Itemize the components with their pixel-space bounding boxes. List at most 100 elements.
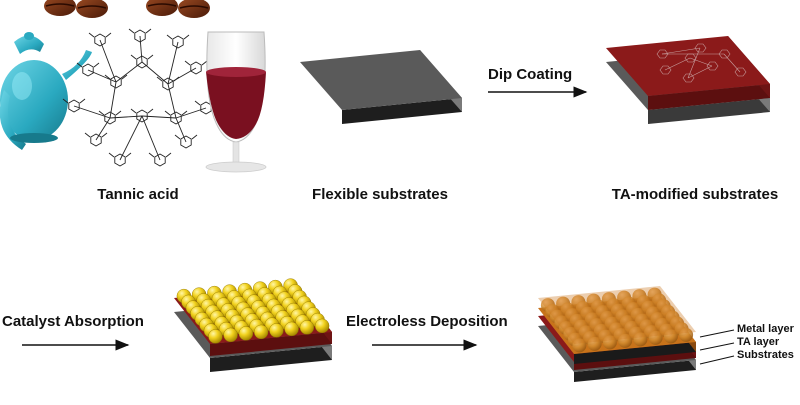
molecule-bond (99, 39, 117, 83)
substrate-front (210, 346, 332, 372)
metal-particle (679, 327, 694, 342)
catalyst-particle (253, 324, 269, 340)
hydroxyl-bond (166, 34, 173, 40)
label-substrates: Substrates (737, 349, 794, 361)
ta-ring (706, 61, 719, 71)
molecule-bond (115, 61, 143, 83)
flexible-substrate-slab (300, 50, 462, 124)
hydroxyl-bond (145, 28, 152, 34)
hydroxyl-bond (173, 76, 180, 82)
catalyst-particle (223, 327, 238, 343)
label-catalyst-absorption: Catalyst Absorption (2, 313, 144, 330)
benzene-ring (68, 99, 80, 113)
benzene-ring (154, 153, 166, 167)
hydroxyl-bond (147, 54, 154, 60)
hydroxyl-bond (194, 100, 201, 106)
benzene-ring (104, 111, 116, 125)
molecule-bond (175, 107, 207, 119)
catalyst-particle (284, 321, 299, 337)
metal-film (538, 286, 696, 344)
benzene-ring (90, 133, 102, 147)
metal-particle (572, 338, 587, 353)
catalyst-particle (299, 320, 315, 335)
benzene-ring (114, 153, 126, 167)
benzene-ring (172, 35, 184, 49)
coffee-bean-icon (146, 0, 210, 18)
wine-glass-icon (205, 31, 267, 173)
ta-bond (664, 57, 691, 71)
hydroxyl-bond (84, 132, 91, 138)
ta-bond (689, 57, 713, 67)
hydroxyl-bond (93, 62, 100, 68)
catalyst-particle (269, 323, 284, 338)
catalyst-particle (314, 318, 330, 334)
catalyst-particle (238, 326, 254, 341)
benzene-ring (94, 33, 106, 47)
hydroxyl-bond (128, 28, 135, 34)
substrate-front (574, 360, 696, 382)
ta-layer-front (210, 332, 332, 356)
hydroxyl-bond (76, 62, 83, 68)
hydroxyl-bond (181, 110, 188, 116)
layer-pointers (699, 329, 735, 365)
benzene-ring (190, 61, 202, 75)
ta-ring (694, 43, 707, 53)
benzene-ring (136, 55, 148, 69)
label-ta-modified-substrates: TA-modified substrates (611, 186, 779, 203)
substrate-front (648, 98, 770, 124)
substrate-top (300, 50, 462, 110)
label-flexible-substrates: Flexible substrates (312, 186, 448, 203)
ta-bond (723, 53, 741, 73)
molecule-bond (141, 61, 169, 85)
hydroxyl-bond (88, 32, 95, 38)
molecule-bond (109, 81, 117, 119)
label-dip-coating: Dip Coating (488, 66, 573, 83)
molecule-bond (141, 115, 177, 119)
molecule-bond (109, 115, 143, 119)
benzene-ring (170, 111, 182, 125)
benzene-ring (82, 63, 94, 77)
ta-layer-front (648, 84, 770, 110)
ta-bond (661, 47, 701, 55)
molecule-bond (95, 117, 111, 141)
metal-particle (633, 332, 648, 347)
metal-particle (648, 330, 663, 345)
hydroxyl-bond (121, 74, 128, 80)
coffee-bean-icon (44, 0, 108, 18)
molecule-bond (87, 69, 117, 83)
metal-particle (602, 335, 617, 350)
teapot-icon (0, 32, 92, 150)
molecule-bond (141, 115, 161, 161)
hydroxyl-bond (98, 110, 105, 116)
molecule-bond (73, 105, 111, 119)
hydroxyl-bond (104, 74, 111, 80)
hydroxyl-bond (79, 98, 86, 104)
tannic-acid-molecule (62, 28, 218, 167)
metal-particle (663, 329, 678, 344)
molecule-bond (167, 83, 177, 119)
ta-bond (687, 65, 713, 79)
hydroxyl-bond (130, 108, 137, 114)
molecule-bond (175, 117, 187, 143)
ta-ring (718, 49, 731, 59)
metal-particle (618, 333, 633, 348)
hydroxyl-bond (62, 98, 69, 104)
hydroxyl-bond (148, 152, 155, 158)
hydroxyl-bond (115, 110, 122, 116)
hydroxyl-bond (125, 152, 132, 158)
ta-modified-substrate-slab (606, 36, 770, 124)
hydroxyl-bond (201, 60, 208, 66)
metal-coated-substrate-slab (538, 286, 696, 382)
hydroxyl-bond (174, 134, 181, 140)
ta-surface-pattern (656, 43, 747, 83)
ta-ring (682, 73, 695, 83)
benzene-ring (134, 29, 146, 43)
molecule-bond (119, 115, 143, 161)
catalyst-particle (208, 329, 223, 344)
label-electroless-deposition: Electroless Deposition (346, 313, 508, 330)
hydroxyl-bond (183, 34, 190, 40)
metal-particle (587, 336, 602, 351)
hydroxyl-bond (156, 76, 163, 82)
benzene-ring (136, 109, 148, 123)
